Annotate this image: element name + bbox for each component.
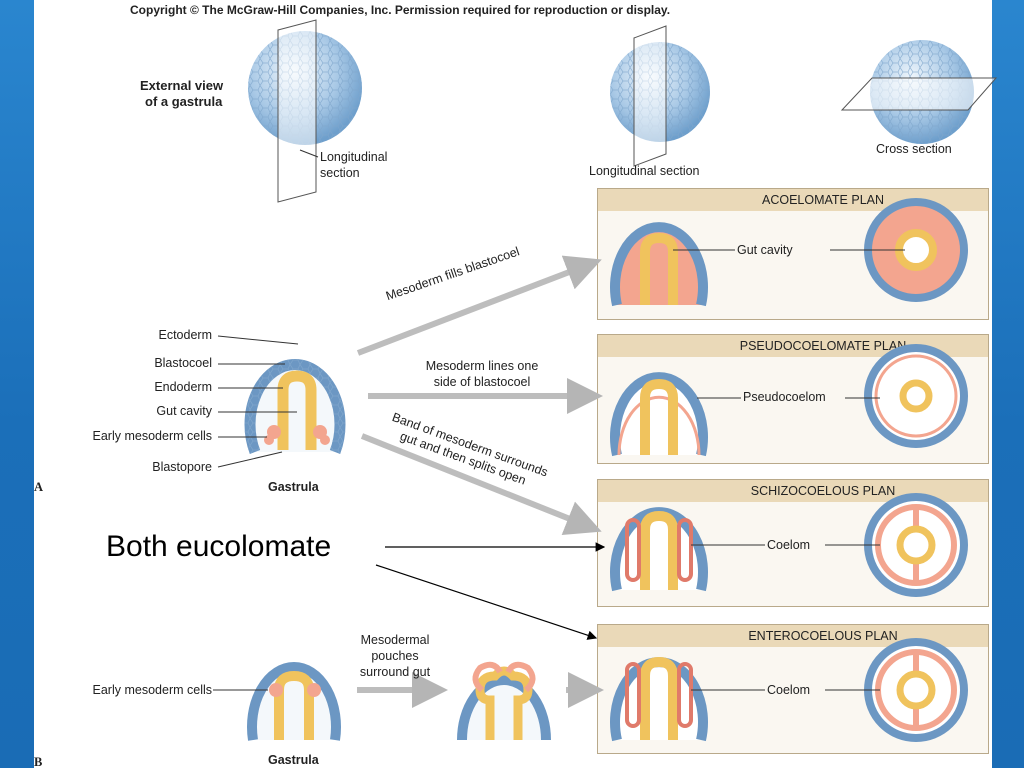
gut-cavity-plan-label: Gut cavity [737,243,793,257]
coelom-label-schizo: Coelom [767,538,811,552]
external-view-label-2: of a gastrula [145,94,223,109]
longitudinal-section-label: Longitudinal section [589,164,700,178]
schizocoelous-title: SCHIZOCOELOUS PLAN [750,484,896,498]
enterocoelous-title: ENTEROCOELOUS PLAN [748,629,898,643]
arrow-label-lines-1: Mesoderm lines one [425,359,539,373]
arrow-label-lines-2: side of blastocoel [433,375,531,389]
ectoderm-label: Ectoderm [158,328,213,342]
longitudinal-label-1: Longitudinal [320,150,388,164]
coelom-label-entero: Coelom [767,683,811,697]
cross-section-label: Cross section [876,142,952,156]
both-eucolomate-annotation: Both eucolomate [106,530,332,563]
pouches-label-2: pouches [371,649,419,663]
blastocoel-label: Blastocoel [154,356,212,370]
pseudocoelom-label: Pseudocoelom [743,390,826,404]
panel-a-letter: A [34,480,44,494]
pseudocoelomate-title: PSEUDOCOELOMATE PLAN [739,339,907,353]
endoderm-label: Endoderm [154,380,212,394]
blastopore-label: Blastopore [152,460,212,474]
acoelomate-title: ACOELOMATE PLAN [761,193,885,207]
external-view-label-1: External view [140,78,224,93]
gastrula-title-b: Gastrula [268,753,319,767]
pouches-label-3: surround gut [359,665,431,679]
early-mesoderm-label: Early mesoderm cells [92,429,212,443]
longitudinal-label-2: section [320,166,360,180]
copyright-line: Copyright © The McGraw-Hill Companies, I… [130,3,671,17]
pouches-label-1: Mesodermal [360,633,430,647]
acoelomate-panel: ACOELOMATE PLAN [597,188,989,320]
gastrula-title-a: Gastrula [268,480,319,494]
panel-b-letter: B [34,755,43,769]
early-mesoderm-label-b: Early mesoderm cells [92,683,212,697]
gut-cavity-label: Gut cavity [156,404,212,418]
